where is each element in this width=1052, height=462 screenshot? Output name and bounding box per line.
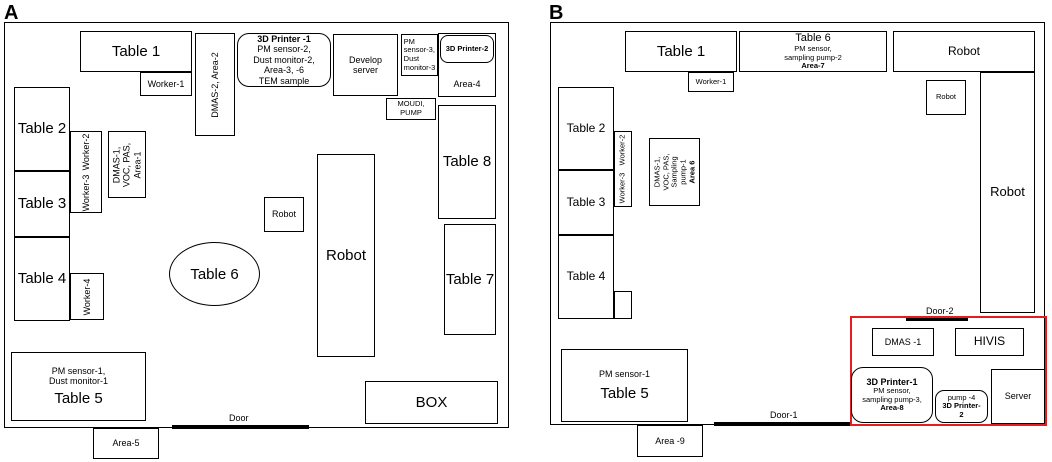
b-worker-3: Worker-3 <box>617 172 627 204</box>
a-table-6: Table 6 <box>169 242 260 306</box>
b-table-6: Table 6 PM sensor, sampling pump-2 Area-… <box>739 31 887 72</box>
a-area-5: Area-5 <box>93 428 159 459</box>
b-table-1: Table 1 <box>625 31 737 72</box>
b-highlight-region <box>850 316 1047 426</box>
a-3d-printer-1: 3D Printer -1 PM sensor-2, Dust monitor-… <box>237 33 331 87</box>
b-worker-4-slot <box>614 291 632 319</box>
b-dmas-1-region: DMAS -1 <box>872 328 934 356</box>
a-worker-2-3 <box>70 131 102 213</box>
b-table-2: Table 2 <box>558 87 614 170</box>
a-table-2: Table 2 <box>14 87 70 171</box>
b-pump-4-3d-printer-2: pump -4 3D Printer- 2 <box>935 390 988 423</box>
a-dmas-1: DMAS-1,VOC, PAS,Area-1 <box>108 131 146 198</box>
a-worker-4: Worker-4 <box>70 273 104 320</box>
b-table-4: Table 4 <box>558 235 614 319</box>
b-door-2 <box>906 317 968 321</box>
a-robot-small: Robot <box>264 197 304 232</box>
b-table-5: PM sensor-1 Table 5 <box>561 349 688 422</box>
b-door-1-label: Door-1 <box>770 410 798 420</box>
a-table-8: Table 8 <box>438 105 496 219</box>
b-dmas-1: DMAS-1, VOC, PAS, Sampling pump-1 Area 6 <box>649 138 700 206</box>
panel-a-label: A <box>4 2 19 24</box>
b-door-1 <box>714 422 850 426</box>
a-moudi-pump: MOUDI,PUMP <box>386 98 436 120</box>
b-table-3: Table 3 <box>558 170 614 235</box>
a-worker-1: Worker-1 <box>140 72 192 96</box>
b-worker-2-3 <box>614 131 632 207</box>
a-table-3: Table 3 <box>14 171 70 237</box>
a-3d-printer-2: 3D Printer-2 <box>440 35 494 63</box>
b-worker-1: Worker-1 <box>688 72 734 92</box>
b-3d-printer-1: 3D Printer-1 PM sensor, sampling pump-3,… <box>851 367 933 423</box>
a-box: BOX <box>365 381 498 424</box>
panel-b-label: B <box>549 2 564 24</box>
b-server: Server <box>991 369 1045 424</box>
a-door <box>172 425 309 429</box>
b-worker-2: Worker-2 <box>617 134 627 166</box>
a-door-label: Door <box>229 413 249 423</box>
a-table-5: PM sensor-1, Dust monitor-1 Table 5 <box>11 352 146 421</box>
a-table-4: Table 4 <box>14 237 70 321</box>
b-robot-top: Robot <box>893 31 1035 72</box>
b-robot-small: Robot <box>926 80 966 115</box>
a-worker-2: Worker-2 <box>80 133 91 170</box>
a-robot-large: Robot <box>317 154 375 357</box>
a-table-1: Table 1 <box>80 31 192 72</box>
b-hivis: HIVIS <box>955 328 1024 356</box>
b-door-2-label: Door-2 <box>926 306 954 316</box>
a-table-7: Table 7 <box>444 224 496 335</box>
b-area-9: Area -9 <box>637 425 703 457</box>
a-dmas-2-area-2: DMAS-2, Area-2 <box>195 33 235 136</box>
a-worker-3: Worker-3 <box>80 174 91 211</box>
b-robot-right: Robot <box>980 72 1035 313</box>
